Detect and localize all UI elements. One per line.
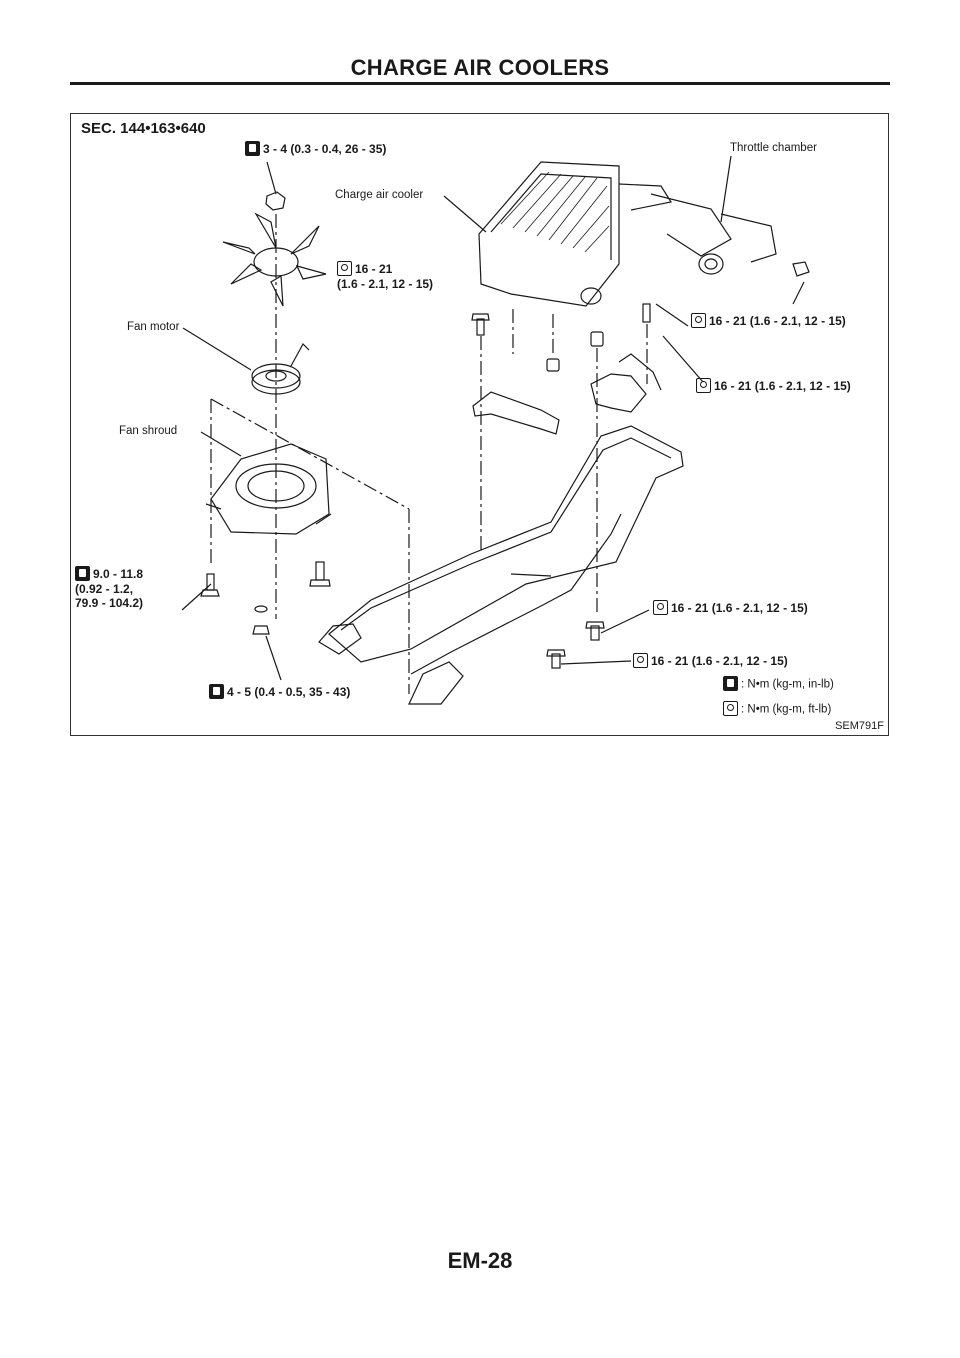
legend-ft-lb: : N•m (kg-m, ft-lb) xyxy=(723,701,831,717)
exploded-view-diagram: SEC. 144•163•640 3 - 4 (0.3 - 0.4, 26 - … xyxy=(70,113,889,736)
torque-label-right-2: 16 - 21 (1.6 - 2.1, 12 - 15) xyxy=(696,378,851,394)
label-charge-air-cooler: Charge air cooler xyxy=(335,189,424,201)
label-fan-shroud: Fan shroud xyxy=(119,425,178,437)
torque-label-lower-2: 16 - 21 (1.6 - 2.1, 12 - 15) xyxy=(633,653,788,669)
torque-ft-lb-icon xyxy=(653,600,668,616)
torque-ft-lb-icon xyxy=(723,701,738,716)
section-label: SEC. 144•163•640 xyxy=(81,120,206,137)
torque-label-bottom: 4 - 5 (0.4 - 0.5, 35 - 43) xyxy=(209,684,350,700)
torque-ft-lb-icon xyxy=(337,261,352,277)
torque-ft-lb-icon xyxy=(691,313,706,329)
page-number: EM-28 xyxy=(447,1248,513,1273)
torque-ft-lb-icon xyxy=(696,378,711,394)
label-throttle-chamber: Throttle chamber xyxy=(730,142,817,154)
label-fan-motor: Fan motor xyxy=(127,321,180,333)
torque-in-lb-icon xyxy=(245,141,260,157)
torque-label-top: 3 - 4 (0.3 - 0.4, 26 - 35) xyxy=(245,141,386,157)
torque-ft-lb-icon xyxy=(633,653,648,669)
page-title: CHARGE AIR COOLERS xyxy=(350,55,610,80)
header-rule xyxy=(70,82,890,85)
diagram-drawing xyxy=(181,155,810,705)
torque-label-left: 9.0 - 11.8 (0.92 - 1.2, 79.9 - 104.2) xyxy=(75,566,144,611)
torque-label-right-1: 16 - 21 (1.6 - 2.1, 12 - 15) xyxy=(691,313,846,329)
torque-in-lb-icon xyxy=(75,566,90,582)
torque-label-cooler: 16 - 21 (1.6 - 2.1, 12 - 15) xyxy=(337,261,434,292)
torque-in-lb-icon xyxy=(723,676,738,691)
torque-in-lb-icon xyxy=(209,684,224,700)
torque-label-lower-1: 16 - 21 (1.6 - 2.1, 12 - 15) xyxy=(653,600,808,616)
legend-in-lb: : N•m (kg-m, in-lb) xyxy=(723,676,834,692)
figure-id: SEM791F xyxy=(835,720,884,732)
